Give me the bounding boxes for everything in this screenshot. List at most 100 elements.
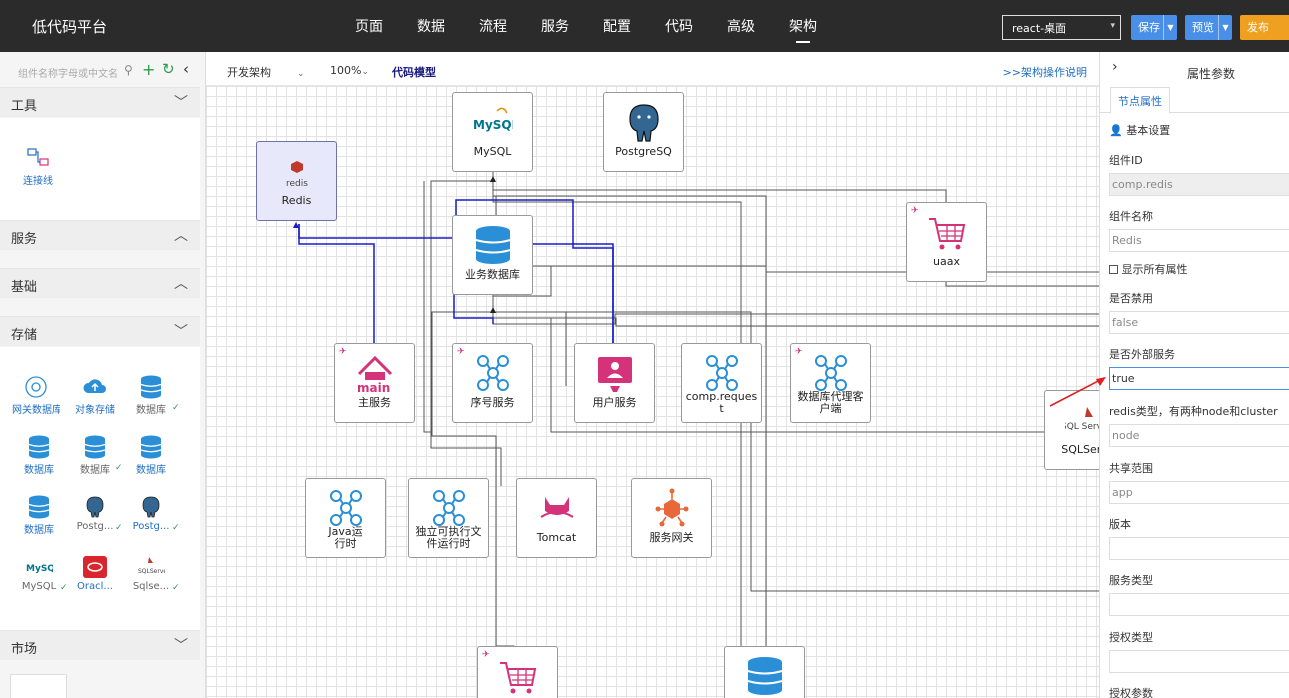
palette-sqlserver[interactable]: SQLServer Sqlse... [127,555,175,592]
palette-item-label: 数据库 [80,465,110,476]
service-type-field[interactable] [1109,593,1289,616]
field-label-auth-param: 授权参数 [1109,687,1153,698]
code-model-tab[interactable]: 代码模型 [392,66,436,79]
nav-flow[interactable]: 流程 [479,19,507,35]
add-icon[interactable]: + [142,60,156,79]
component-name-field[interactable]: Redis [1109,229,1289,252]
connector-icon [27,148,49,166]
arrow-head [490,307,496,313]
node-tomcat[interactable]: Tomcat [516,478,597,558]
field-label-disabled: 是否禁用 [1109,292,1153,305]
node-sqlserver[interactable]: SQL Serv SQLServ [1044,390,1099,470]
nav-data[interactable]: 数据 [417,19,445,35]
architecture-canvas[interactable]: MySQL MySQL PostgreSQ redis Redis 业务数据库 … [206,86,1099,698]
view-select[interactable]: 开发架构⌄ [227,64,305,80]
search-input[interactable]: 组件名称字母或中文名 [18,69,118,80]
field-label-name: 组件名称 [1109,210,1153,223]
nav-service[interactable]: 服务 [541,19,569,35]
palette-database[interactable]: 数据库 [71,435,119,476]
chevron-right-icon[interactable]: › [1112,59,1118,75]
database-icon [140,435,162,459]
node-database-bottom[interactable] [724,646,805,698]
field-label-scope: 共享范围 [1109,462,1153,475]
redis-logo-text: redis [286,179,308,189]
nav-pages[interactable]: 页面 [355,19,383,35]
node-user-service[interactable]: 用户服务 [574,343,655,423]
palette-database[interactable]: 数据库 [15,435,63,476]
palette-postgres[interactable]: Postg... [71,495,119,532]
redis-logo-icon: redis [286,161,308,189]
version-field[interactable] [1109,537,1289,560]
node-service-gateway[interactable]: 服务网关 [631,478,712,558]
show-all-label: 显示所有属性 [1121,263,1188,276]
tab-node-properties[interactable]: 节点属性 [1110,87,1170,114]
nav-code[interactable]: 代码 [665,19,693,35]
disabled-field[interactable]: false [1109,311,1289,334]
node-uaax[interactable]: ✈ uaax [906,202,987,282]
show-all-checkbox[interactable]: 显示所有属性 [1109,261,1188,277]
section-market[interactable]: 市场 ﹀ [0,630,200,660]
node-comp-request[interactable]: comp.request [681,343,762,423]
save-button[interactable]: 保存 ▼ [1131,15,1177,40]
zoom-select[interactable]: 100%⌄ [330,64,369,77]
section-tools[interactable]: 工具 ﹀ [0,87,200,117]
node-label: MySQL [473,145,512,158]
checkbox-box[interactable] [1109,265,1118,274]
node-executable-runtime[interactable]: 独立可执行文件运行时 [408,478,489,558]
node-sequence-service[interactable]: ✈ 序号服务 [452,343,533,423]
refresh-icon[interactable]: ↻ [162,60,175,78]
architecture-help-link[interactable]: >>架构操作说明 [1002,66,1087,79]
external-service-field[interactable]: true [1109,367,1289,390]
project-select[interactable]: react-桌面 ▾ [1002,15,1121,40]
component-id-field[interactable]: comp.redis [1109,173,1289,196]
tomcat-cat-icon [540,497,574,518]
node-business-db[interactable]: 业务数据库 [452,215,533,295]
svg-text:MySQL: MySQL [26,564,53,574]
node-db-proxy-client[interactable]: ✈ 数据库代理客户端 [790,343,871,423]
chevron-left-icon[interactable]: ‹ [183,60,189,78]
publish-button[interactable]: 发布 [1240,15,1289,40]
auth-type-field[interactable] [1109,650,1289,673]
node-main-service[interactable]: ✈ main 主服务 [334,343,415,423]
nav-config[interactable]: 配置 [603,19,631,35]
nav-architecture[interactable]: 架构 [772,0,834,52]
mysql-logo-icon: MySQL [473,107,513,132]
svg-text:SQLServer: SQLServer [138,568,165,575]
flag-icon: ✈ [482,650,490,660]
caret-down-icon[interactable]: ▼ [1163,15,1177,40]
palette-mysql[interactable]: MySQL MySQL [15,555,63,592]
node-postgresql[interactable]: PostgreSQ [603,92,684,172]
palette-database[interactable]: 数据库 [127,375,175,416]
chevron-down-icon: ﹀ [174,95,188,111]
section-service-label: 服务 [11,232,38,247]
node-java-runtime[interactable]: Java运行时 [305,478,386,558]
market-item[interactable] [10,674,67,698]
share-scope-field[interactable]: app [1109,481,1289,504]
redis-type-field[interactable]: node [1109,424,1289,447]
node-mysql[interactable]: MySQL MySQL [452,92,533,172]
nav-advanced[interactable]: 高级 [727,19,755,35]
preview-button[interactable]: 预览 ▼ [1185,15,1232,40]
caret-down-icon[interactable]: ▼ [1218,15,1232,40]
node-cart-bottom[interactable]: ✈ [477,646,558,698]
palette-database[interactable]: 数据库 [127,435,175,476]
palette-item-label: MySQL [21,581,57,592]
palette-oracle[interactable]: Oracl... [71,555,119,592]
section-market-label: 市场 [11,642,38,657]
chevron-down-icon: ﹀ [174,638,188,654]
search-icon[interactable]: ⚲ [124,63,133,77]
network-nodes-icon [815,355,847,391]
component-palette: 组件名称字母或中文名 ⚲ + ↻ ‹ 工具 ﹀ 连接线 服务 ︿ 基础 ︿ 存储… [0,52,206,698]
network-nodes-icon [477,355,509,391]
palette-database[interactable]: 数据库 [15,495,63,536]
palette-postgres[interactable]: Postg... [127,495,175,532]
palette-gateway-db[interactable]: 网关数据库 [12,375,60,416]
node-redis[interactable]: redis Redis [256,141,337,221]
section-service[interactable]: 服务 ︿ [0,220,200,250]
field-label-redis-type: redis类型，有两种node和cluster [1109,405,1278,418]
section-storage[interactable]: 存储 ﹀ [0,316,200,346]
palette-connector[interactable]: 连接线 [14,146,62,187]
section-basic[interactable]: 基础 ︿ [0,268,200,298]
palette-object-storage[interactable]: 对象存储 [71,375,119,416]
tools-body: 连接线 [0,118,200,220]
